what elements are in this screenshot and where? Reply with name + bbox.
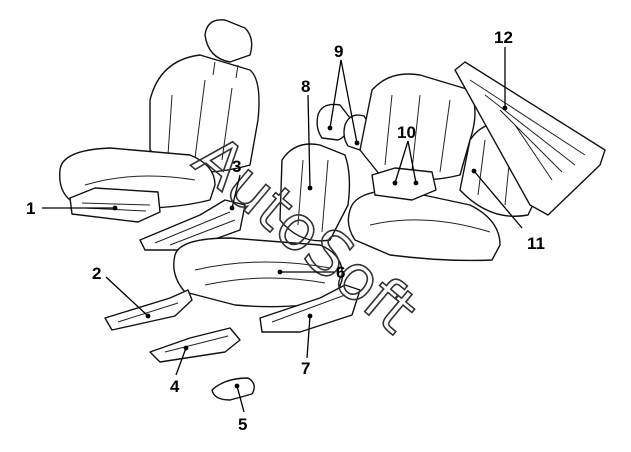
callout-12: 12 [494, 28, 513, 47]
callout-5: 5 [238, 415, 247, 434]
rear-seat-backrest-left [279, 143, 351, 242]
callout-2: 2 [92, 264, 101, 283]
callout-9: 9 [334, 42, 343, 61]
callout-7: 7 [301, 359, 310, 378]
callout-10: 10 [397, 123, 416, 142]
callout-8: 8 [301, 77, 310, 96]
adjuster-rail [149, 327, 241, 363]
seat-side-trim [259, 284, 361, 333]
callout-4: 4 [170, 377, 180, 396]
callout-3: 3 [232, 157, 241, 176]
adjuster-handle [211, 377, 255, 401]
seat-rail [104, 289, 193, 331]
rear-armrest [371, 167, 437, 201]
cushion-base-pan [69, 187, 161, 223]
leader-lines [42, 47, 523, 413]
front-seat-headrest [204, 19, 253, 79]
callout-labels: 1 2 3 4 5 6 7 8 9 10 11 12 [26, 28, 545, 434]
seat-mechanism-bracket [139, 199, 246, 251]
callout-1: 1 [26, 199, 35, 218]
callout-11: 11 [527, 234, 545, 253]
rear-spring-panel [454, 61, 606, 216]
callout-6: 6 [336, 263, 345, 282]
